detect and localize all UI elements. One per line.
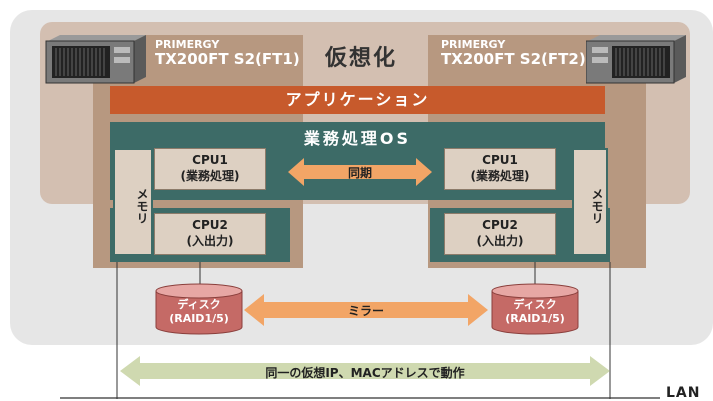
mirror-arrow xyxy=(244,294,488,326)
cpu2-left-role: (入出力) xyxy=(186,233,234,248)
application-bar: アプリケーション xyxy=(110,86,605,114)
os-label: 業務処理OS xyxy=(303,129,412,148)
disk-left-icon xyxy=(155,283,243,335)
cpu1-right-role: (業務処理) xyxy=(470,168,530,183)
cpu1-left-role: (業務処理) xyxy=(180,168,240,183)
disk-right-icon xyxy=(491,283,579,335)
memory-right: メモリ xyxy=(572,148,608,256)
server-right-title: PRIMERGY TX200FT S2(FT2) xyxy=(441,38,586,69)
memory-left-label: メモリ xyxy=(135,188,149,224)
server-right-brand: PRIMERGY xyxy=(441,38,506,51)
cpu1-left: CPU1 (業務処理) xyxy=(154,148,266,190)
server-left-model: TX200FT S2(FT1) xyxy=(155,50,300,69)
sync-arrow xyxy=(288,158,432,186)
server-right-icon xyxy=(586,35,686,84)
disk-right-raid: (RAID1/5) xyxy=(505,311,565,325)
cpu2-right: CPU2 (入出力) xyxy=(444,213,556,255)
disk-left-label: ディスク (RAID1/5) xyxy=(154,298,244,326)
virtualization-label: 仮想化 xyxy=(324,46,397,71)
cpu2-right-role: (入出力) xyxy=(476,233,524,248)
disk-right-name: ディスク xyxy=(513,298,557,311)
lan-arrow-label: 同一の仮想IP、MACアドレスで動作 xyxy=(265,366,465,380)
server-left-title: PRIMERGY TX200FT S2(FT1) xyxy=(155,38,300,69)
server-right-model: TX200FT S2(FT2) xyxy=(441,50,586,69)
cpu2-left: CPU2 (入出力) xyxy=(154,213,266,255)
memory-left: メモリ xyxy=(113,148,153,256)
disk-left-raid: (RAID1/5) xyxy=(169,311,229,325)
cpu1-right-name: CPU1 xyxy=(482,153,518,167)
mirror-label: ミラー xyxy=(347,304,384,318)
disk-right-label: ディスク (RAID1/5) xyxy=(490,298,580,326)
lan-arrow xyxy=(120,356,610,386)
cpu2-right-name: CPU2 xyxy=(482,218,518,232)
cpu1-right: CPU1 (業務処理) xyxy=(444,148,556,190)
memory-right-label: メモリ xyxy=(590,188,604,224)
lan-label: LAN xyxy=(666,385,701,401)
cpu2-left-name: CPU2 xyxy=(192,218,228,232)
server-left-brand: PRIMERGY xyxy=(155,38,220,51)
server-left-icon xyxy=(45,35,146,84)
cpu1-left-name: CPU1 xyxy=(192,153,228,167)
sync-label: 同期 xyxy=(347,166,372,180)
disk-left-name: ディスク xyxy=(177,298,221,311)
